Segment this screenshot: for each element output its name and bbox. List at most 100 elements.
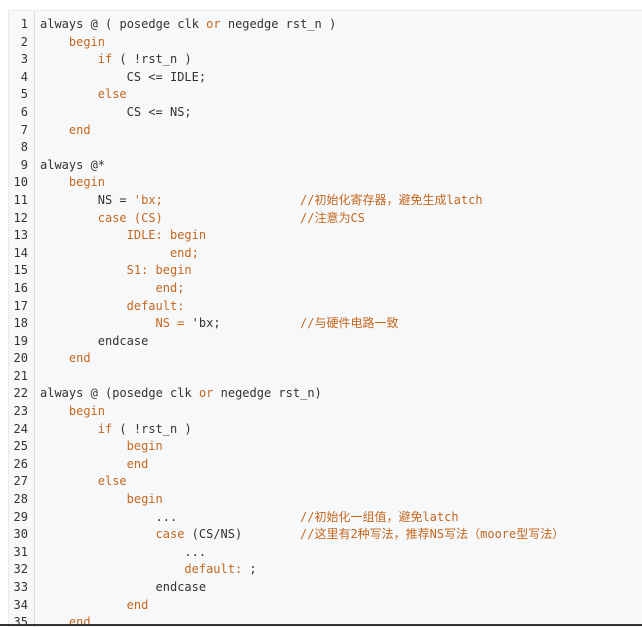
line-number: 32 — [13, 562, 28, 577]
code-text: ... — [184, 544, 206, 562]
line-number: 4 — [20, 69, 28, 84]
keyword-token: begin — [68, 404, 105, 419]
line-number: 10 — [13, 175, 28, 190]
code-line: 21 — [9, 368, 642, 386]
code-text: ... — [156, 509, 178, 527]
keyword-token: or — [198, 386, 214, 401]
keyword-token: end — [126, 456, 149, 471]
keyword-token: if — [97, 52, 113, 67]
keyword-token: else — [97, 474, 127, 489]
code-line: 4 CS <= IDLE; — [9, 69, 642, 87]
code-line: 29...//初始化一组值，避免latch — [9, 509, 642, 527]
line-number: 15 — [13, 263, 28, 278]
code-line: 27 else — [9, 473, 642, 491]
line-number: 1 — [20, 17, 28, 31]
line-number: 16 — [13, 280, 28, 295]
bottom-divider — [0, 624, 642, 626]
line-number: 34 — [13, 597, 28, 612]
code-token: CS <= IDLE; — [126, 69, 207, 84]
code-text: IDLE: begin — [127, 227, 206, 245]
code-line: 11 NS = 'bx; //初始化寄存器，避免生成latch — [9, 192, 642, 210]
code-line: 16 end; — [9, 280, 642, 298]
code-token: ; — [242, 562, 257, 577]
line-number: 22 — [13, 386, 28, 401]
keyword-token: begin — [68, 175, 105, 190]
code-line: 25 begin — [9, 438, 642, 456]
code-line: 7 end — [9, 122, 642, 140]
code-line: 22 always @ (posedge clk or negedge rst_n… — [9, 385, 642, 403]
keyword-token: if — [97, 421, 113, 436]
code-text: end — [69, 350, 91, 368]
code-text: begin — [69, 403, 105, 421]
code-line: 24 if ( !rst_n ) — [9, 421, 642, 439]
line-number: 13 — [13, 228, 28, 243]
line-number: 30 — [13, 527, 28, 542]
line-number: 18 — [13, 316, 28, 331]
line-number: 19 — [13, 333, 28, 348]
line-number: 28 — [13, 492, 28, 507]
code-line: 15 S1: begin — [9, 262, 642, 280]
code-token: 'bx; — [133, 192, 163, 207]
line-number: 35 — [13, 615, 28, 627]
code-line: 26 end — [9, 456, 642, 474]
code-text: end — [69, 122, 91, 140]
line-number: 27 — [13, 474, 28, 489]
code-token: (CS/NS) — [184, 527, 243, 542]
code-text: NS = 'bx; — [98, 192, 163, 210]
code-token: endcase — [155, 580, 207, 594]
line-number: 25 — [13, 439, 28, 454]
keyword-token: begin — [68, 34, 105, 49]
code-line: 31... — [9, 544, 642, 562]
code-token: endcase — [97, 333, 149, 348]
keyword-token: default: — [184, 562, 243, 577]
code-line: 3 if ( !rst_n ) — [9, 51, 642, 69]
code-token: ... — [155, 509, 178, 524]
line-number: 6 — [20, 104, 28, 119]
code-line: 8 — [9, 139, 642, 157]
code-line: 6 CS <= NS; — [9, 104, 642, 122]
line-number: 7 — [20, 122, 28, 137]
code-token: CS <= NS; — [126, 104, 192, 119]
keyword-token: end — [68, 122, 91, 137]
code-token: ( !rst_n ) — [112, 421, 192, 436]
code-token: ... — [184, 544, 207, 559]
line-number: 26 — [13, 456, 28, 471]
code-text: default: ; — [184, 561, 256, 579]
code-text: always @ (posedge clk or negedge rst_n) — [40, 385, 322, 403]
code-token: negedge rst_n) — [213, 386, 322, 401]
keyword-token: end; — [169, 245, 199, 260]
code-text: endcase — [98, 333, 149, 351]
code-text: always @* — [40, 157, 105, 175]
code-text: always @ ( posedge clk or negedge rst_n … — [40, 16, 336, 34]
keyword-token: NS = — [155, 316, 192, 331]
line-number: 24 — [13, 421, 28, 436]
line-number: 11 — [13, 192, 28, 207]
code-text: case (CS/NS) — [156, 526, 243, 544]
code-text: S1: begin — [127, 262, 192, 280]
line-number: 3 — [20, 52, 28, 67]
keyword-token: end — [126, 597, 149, 612]
code-token: always @ (posedge clk — [40, 386, 199, 401]
code-text: NS = 'bx; — [156, 315, 221, 333]
code-text: CS <= NS; — [127, 104, 192, 122]
code-comment: //与硬件电路一致 — [300, 316, 399, 331]
code-text: case (CS) — [98, 210, 163, 228]
code-token: 'bx; — [191, 316, 221, 331]
keyword-token: or — [206, 17, 221, 31]
code-token: always @* — [40, 157, 106, 172]
keyword-token: end; — [155, 280, 185, 295]
code-text: endcase — [156, 579, 207, 597]
keyword-token: begin — [126, 492, 163, 507]
code-text: if ( !rst_n ) — [98, 421, 192, 439]
code-text: begin — [127, 438, 163, 456]
code-line: 1 always @ ( posedge clk or negedge rst_n… — [9, 16, 642, 34]
code-comment: //初始化寄存器，避免生成latch — [300, 192, 483, 207]
keyword-token: case — [155, 527, 185, 542]
code-token: ( !rst_n ) — [112, 52, 192, 67]
